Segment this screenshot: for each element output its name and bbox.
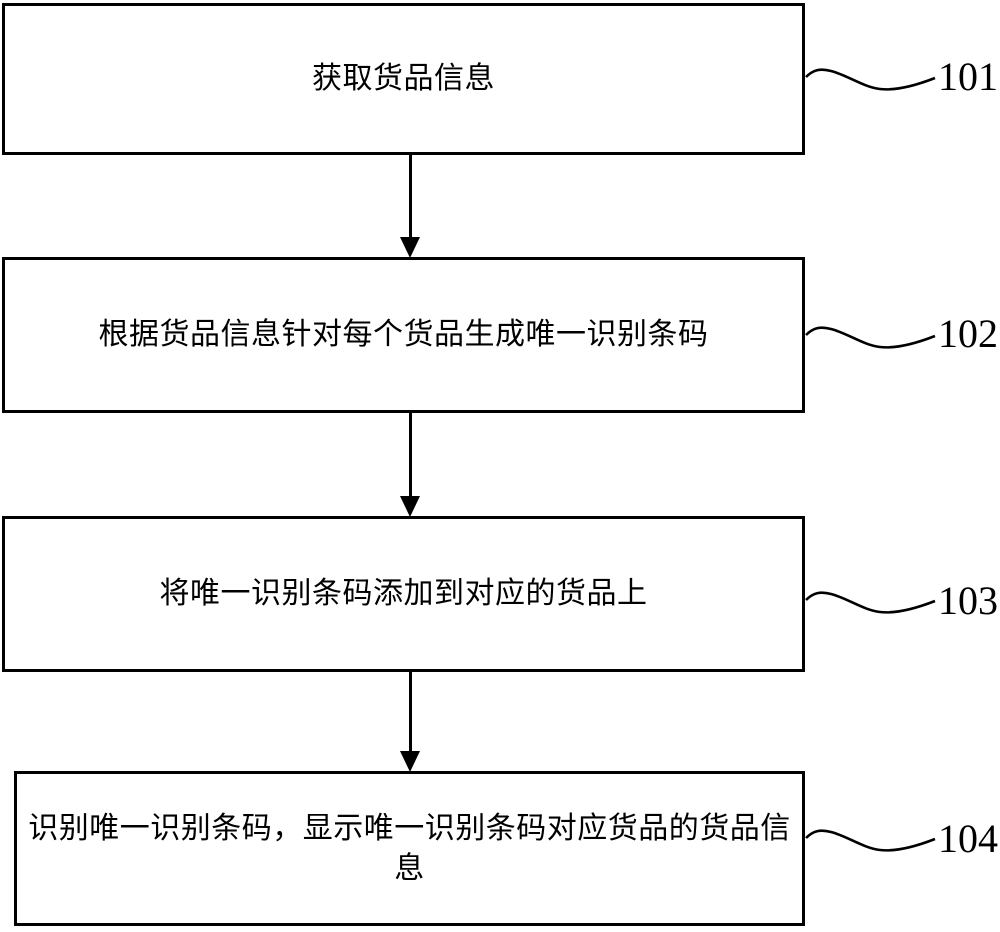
step-label-103: 将唯一识别条码添加到对应的货品上 — [159, 576, 648, 611]
squiggle-connector-103 — [805, 591, 936, 614]
squiggle-connector-101 — [805, 68, 936, 91]
step-box-102: 根据货品信息针对每个货品生成唯一识别条码 — [2, 257, 805, 413]
step-box-101: 获取货品信息 — [2, 3, 805, 155]
step-box-104: 识别唯一识别条码，显示唯一识别条码对应货品的货品信 息 — [14, 771, 805, 926]
flow-arrow-3 — [399, 672, 421, 772]
reference-number-104: 104 — [938, 816, 998, 861]
step-label-104: 识别唯一识别条码，显示唯一识别条码对应货品的货品信 息 — [28, 810, 791, 886]
arrow-head-icon — [400, 237, 420, 258]
step-box-103: 将唯一识别条码添加到对应的货品上 — [2, 516, 805, 672]
squiggle-connector-102 — [805, 326, 936, 349]
flow-arrow-2 — [399, 413, 421, 517]
arrow-line — [408, 413, 412, 496]
squiggle-connector-104 — [805, 829, 936, 852]
step-label-102: 根据货品信息针对每个货品生成唯一识别条码 — [98, 317, 709, 352]
step-label-101: 获取货品信息 — [312, 61, 495, 96]
flow-arrow-1 — [399, 155, 421, 258]
reference-number-103: 103 — [938, 578, 998, 623]
arrow-head-icon — [400, 751, 420, 772]
arrow-line — [408, 155, 412, 237]
arrow-line — [408, 672, 412, 751]
reference-number-102: 102 — [938, 311, 998, 356]
reference-number-101: 101 — [938, 54, 998, 99]
arrow-head-icon — [400, 496, 420, 517]
